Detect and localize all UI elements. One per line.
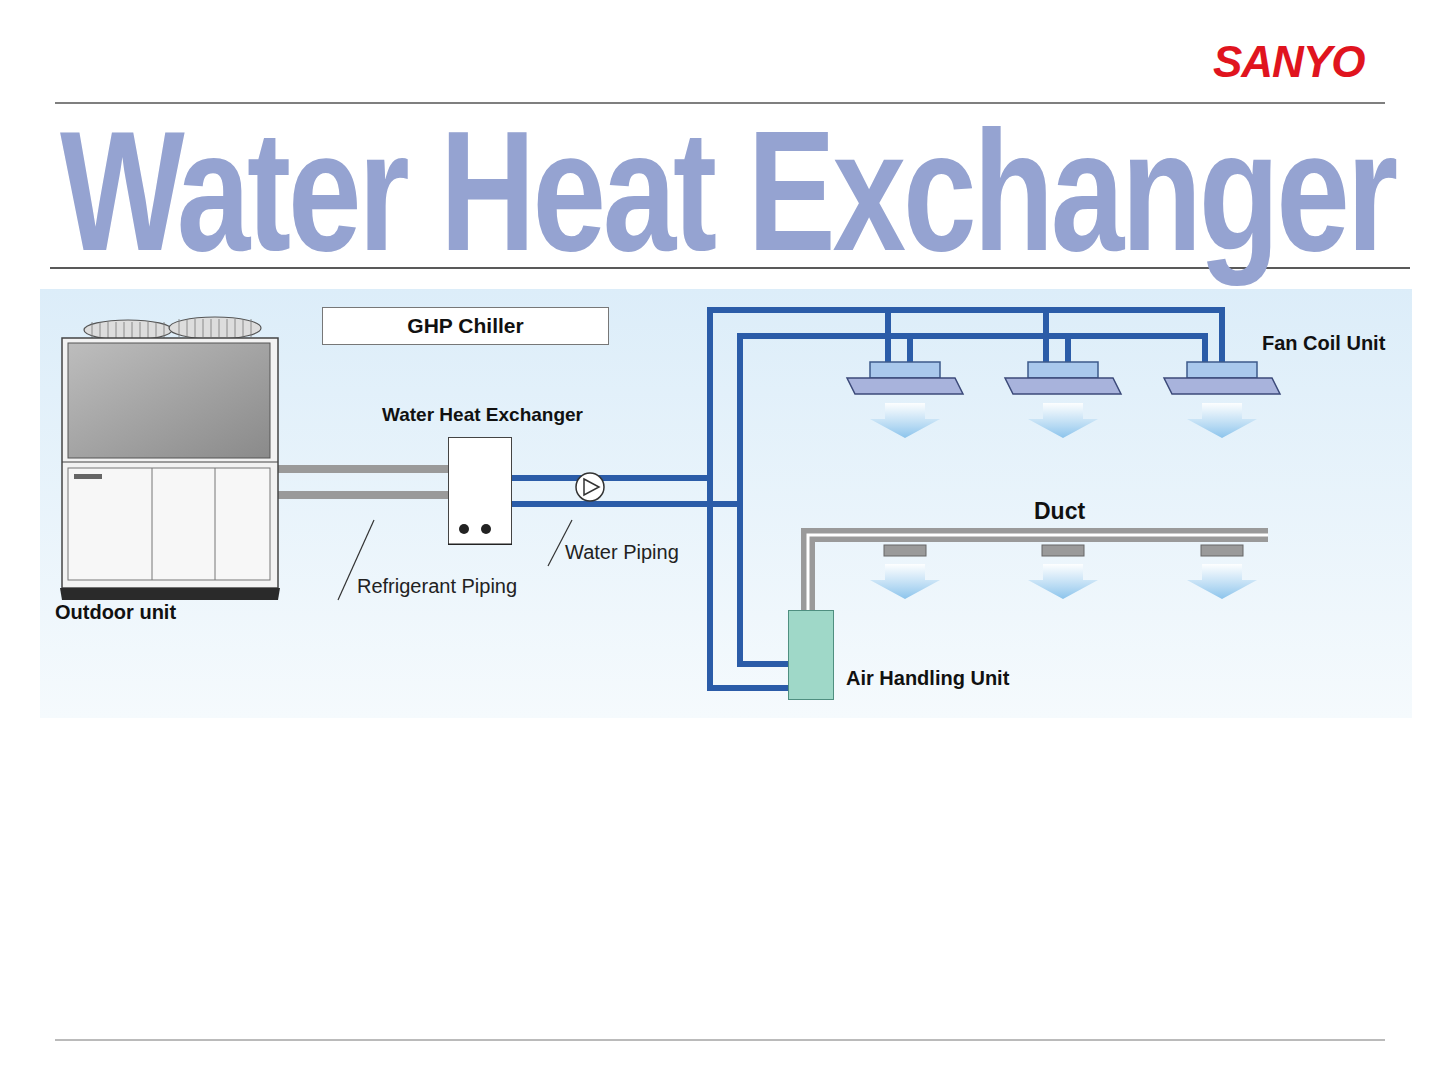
unit-label: Outdoor unit — [55, 601, 176, 624]
heat-exchanger-box — [448, 437, 512, 545]
piping-label: Water Piping — [565, 541, 679, 564]
pump-symbol — [576, 473, 604, 501]
outdoor-unit: Outdoor unit — [55, 316, 285, 626]
air-handling-unit-box — [788, 610, 834, 700]
unit-label: Fan Coil Unit — [1262, 332, 1385, 355]
pipe-connector — [278, 469, 448, 495]
outdoor-unit-body — [62, 338, 278, 588]
unit-label: Water Heat Exchanger — [370, 404, 595, 426]
duct-label: Duct — [1034, 498, 1085, 524]
fan-coil-piping — [710, 310, 1222, 513]
top-rule — [55, 102, 1385, 104]
unit-label: Air Handling Unit — [846, 667, 1009, 690]
heat-exchanger-ports — [448, 437, 512, 545]
air-handling-unit: Air Handling Unit — [788, 610, 1048, 702]
pipe-connector — [512, 478, 788, 688]
page-title: Water Heat Exchanger — [60, 106, 1395, 276]
system-title-box: GHP Chiller — [322, 307, 609, 345]
water-heat-exchanger: Water Heat Exchanger — [370, 402, 595, 548]
diagram-panel — [40, 289, 1412, 718]
outdoor-unit-illustration — [55, 316, 285, 606]
duct — [808, 535, 1268, 612]
brand-logo: SANYO — [1213, 37, 1364, 88]
piping-label: Refrigerant Piping — [357, 575, 517, 598]
pump-arrow — [584, 479, 599, 495]
box-text: GHP Chiller — [407, 314, 523, 338]
bottom-rule — [55, 1040, 1385, 1041]
fan-coil-units — [847, 362, 1280, 438]
